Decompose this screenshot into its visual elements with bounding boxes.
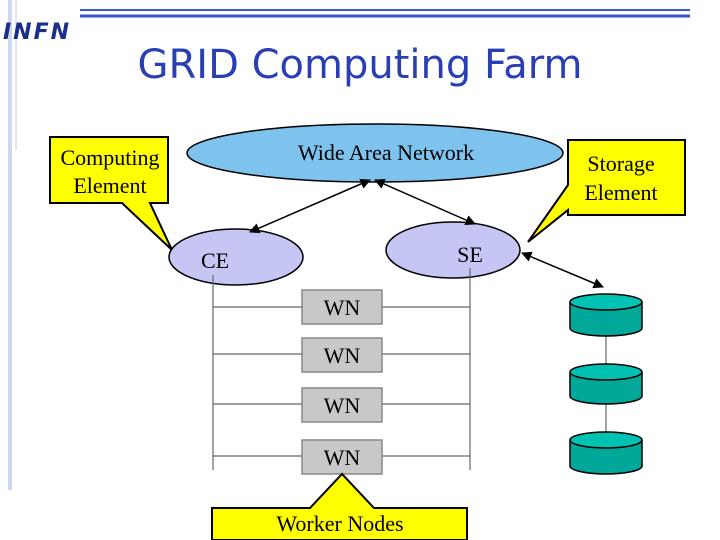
worker-node-label: WN (324, 343, 361, 368)
worker-node: WN (301, 439, 383, 475)
page-title: GRID Computing Farm (137, 42, 583, 88)
computing-element-line1: Computing (60, 145, 159, 170)
worker-node: WN (301, 289, 383, 325)
se-node (385, 221, 521, 279)
storage-disk-icon (569, 293, 643, 337)
computing-element-callout (49, 136, 173, 251)
storage-element-line2: Element (584, 180, 657, 205)
storage-disk-icon (569, 431, 643, 475)
arrow-network-se (374, 179, 476, 225)
worker-node: WN (301, 337, 383, 373)
worker-node-label: WN (324, 445, 361, 470)
arrow-ce-network (249, 178, 371, 234)
arrow-se-storage (521, 251, 604, 289)
storage-element-line1: Storage (587, 151, 654, 176)
worker-nodes-callout-label: Worker Nodes (276, 511, 403, 536)
storage-element-callout (527, 139, 686, 243)
worker-nodes-callout (211, 472, 468, 540)
se-label: SE (457, 242, 483, 267)
ce-node (168, 228, 304, 286)
storage-disk-icon (569, 363, 643, 405)
worker-node-label: WN (324, 295, 361, 320)
infn-logo: INFN (2, 20, 72, 45)
worker-node: WN (301, 387, 383, 423)
computing-element-line2: Element (73, 173, 146, 198)
wide-area-network-label: Wide Area Network (298, 140, 474, 165)
worker-node-label: WN (324, 393, 361, 418)
ce-label: CE (201, 248, 229, 273)
